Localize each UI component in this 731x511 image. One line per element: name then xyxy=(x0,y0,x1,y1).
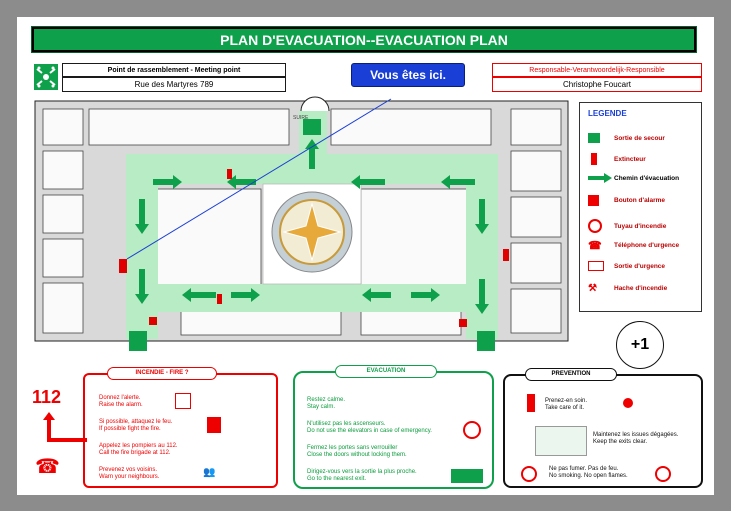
extinguisher-icon xyxy=(527,394,535,412)
legend-label: Extincteur xyxy=(614,155,646,163)
fire-hose-icon xyxy=(588,219,602,233)
responsible-name: Christophe Foucart xyxy=(492,77,702,92)
legend-label: Bouton d'alarme xyxy=(614,197,666,204)
floor-indicator: +1 xyxy=(616,321,664,369)
fire-title: INCENDIE - FIRE ? xyxy=(107,367,217,380)
red-phone-icon: ☎ xyxy=(35,456,60,478)
exit-sign-icon xyxy=(588,133,600,143)
legend-label: Téléphone d'urgence xyxy=(614,242,680,249)
evacuation-arrow-icon xyxy=(588,173,612,183)
fire-axe-icon: ⚒ xyxy=(588,283,597,294)
title-banner: PLAN D'EVACUATION--EVACUATION PLAN xyxy=(31,26,697,53)
no-elevator-icon xyxy=(463,421,481,439)
emergency-phone-icon: ☎ xyxy=(588,240,602,252)
prevention-panel: PREVENTION Prenez-en soin.Take care of i… xyxy=(503,368,703,488)
responsible-label: Responsable-Verantwoordelijk-Responsible xyxy=(492,63,702,77)
alarm-button-icon xyxy=(623,398,633,408)
map-top-label: SUIRE xyxy=(293,115,309,121)
you-are-here-badge: Vous êtes ici. xyxy=(351,63,465,87)
no-open-flame-icon xyxy=(655,466,671,482)
neighbours-icon: 👥 xyxy=(203,467,216,478)
floor-plan: SUIRE xyxy=(34,96,569,351)
clear-exit-illustration xyxy=(535,426,587,456)
emergency-exit-icon xyxy=(588,261,604,271)
prevention-title: PREVENTION xyxy=(525,368,617,381)
extinguisher-icon xyxy=(591,153,597,165)
meeting-point-icon xyxy=(34,64,58,90)
meeting-point-label: Point de rassemblement - Meeting point xyxy=(62,63,286,77)
meeting-point-address: Rue des Martyres 789 xyxy=(62,77,286,92)
alarm-icon xyxy=(175,393,191,409)
legend-title: LEGENDE xyxy=(588,109,627,118)
legend-label: Tuyau d'incendie xyxy=(614,222,667,230)
page-title: PLAN D'EVACUATION--EVACUATION PLAN xyxy=(220,31,508,48)
evacuation-panel: EVACUATION Restez calme.Stay calm. N'uti… xyxy=(293,365,494,489)
alarm-button-icon xyxy=(588,195,599,206)
legend-label: Hache d'incendie xyxy=(614,285,668,292)
emergency-number: 112 xyxy=(32,387,62,407)
legend-label: Sortie d'urgence xyxy=(614,262,666,270)
fire-panel: INCENDIE - FIRE ? Donnez l'alerte.Raise … xyxy=(83,367,278,488)
no-smoking-icon xyxy=(521,466,537,482)
legend-label: Sortie de secour xyxy=(614,134,665,142)
legend-label: Chemin d'évacuation xyxy=(614,174,680,182)
extinguisher-icon xyxy=(207,417,221,433)
evacuation-sheet: PLAN D'EVACUATION--EVACUATION PLAN Point… xyxy=(17,17,714,495)
emergency-arrow xyxy=(43,412,87,442)
legend-panel: LEGENDE Sortie de secour Extincteur Chem… xyxy=(579,102,702,312)
exit-sign-icon xyxy=(451,469,483,483)
evacuation-title: EVACUATION xyxy=(335,365,437,378)
